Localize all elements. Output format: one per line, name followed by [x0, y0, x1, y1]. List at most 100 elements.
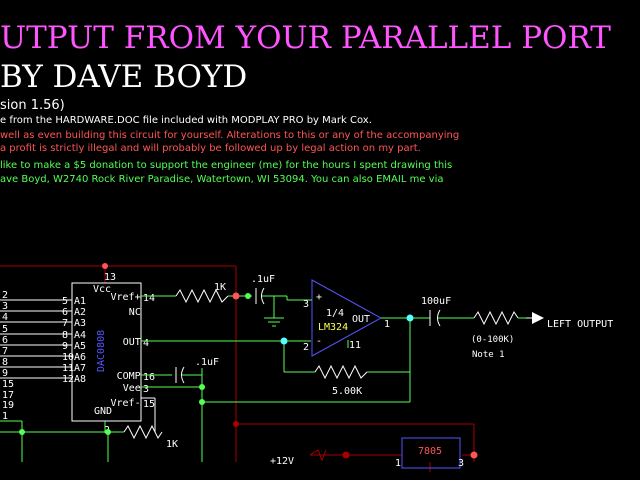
lm324-opamp — [283, 279, 430, 402]
port-pin-number: 1 — [2, 411, 8, 422]
note-line-4: like to make a $5 donation to support th… — [0, 160, 452, 171]
port-pin-number: 19 — [2, 400, 14, 411]
note-line-1: e from the HARDWARE.DOC file included wi… — [0, 115, 372, 126]
dac-gnd-label: GND — [94, 406, 112, 417]
regulator-label: 7805 — [418, 446, 442, 457]
opamp-pin-plus-num: 3 — [303, 299, 309, 310]
note-line-2: well as even building this circuit for y… — [0, 130, 459, 141]
junction-dot — [470, 451, 478, 459]
dac-left-pin-label: A6 — [74, 352, 86, 363]
pot-note-label: Note 1 — [472, 350, 505, 360]
port-pin-number: 15 — [2, 379, 14, 390]
output-arrow-icon — [532, 312, 544, 324]
dac-left-pin-num: 9 — [62, 341, 68, 352]
dac-right-pin-label: NC — [129, 307, 141, 318]
port-pin-number: 6 — [2, 335, 8, 346]
port-pin-number: 5 — [2, 324, 8, 335]
dac-left-pin-num: 12 — [62, 374, 74, 385]
dac-body — [71, 282, 142, 422]
pot-range-label: (0-100K) — [471, 335, 514, 345]
junction-dots — [19, 263, 478, 459]
dac-left-pin-num: 11 — [62, 363, 74, 374]
port-pin-number: 17 — [2, 390, 14, 401]
regulator-pin-out: 3 — [458, 458, 464, 469]
junction-dot — [280, 337, 288, 345]
opamp-pin-minus-num: 2 — [303, 342, 309, 353]
dac-right-pin-num: 4 — [143, 338, 149, 349]
dac-left-pin-label: A2 — [74, 307, 86, 318]
cap-comp-label: .1uF — [195, 357, 219, 368]
dac-vcc-pin-num: 13 — [104, 272, 116, 283]
dac-left-pin-num: 8 — [62, 330, 68, 341]
dac-right-pin-label: COMP — [117, 371, 141, 382]
dac-left-pin-label: A4 — [74, 330, 86, 341]
opamp-fraction: 1/4 — [326, 308, 344, 319]
cap-out-label: 100uF — [421, 296, 451, 307]
dac-left-pin-num: 10 — [62, 352, 74, 363]
page-title: UTPUT FROM YOUR PARALLEL PORT — [0, 20, 611, 56]
opamp-out-label: OUT — [352, 314, 370, 325]
note-line-5: ave Boyd, W2740 Rock River Paradise, Wat… — [0, 174, 443, 185]
resistor-1k-vrefminus — [123, 424, 163, 440]
supply-network — [309, 437, 474, 469]
port-pin-number: 3 — [2, 301, 8, 312]
output-label: LEFT OUTPUT — [547, 319, 613, 330]
opamp-plus-sign: + — [316, 292, 322, 303]
dac-right-pin-num: 16 — [143, 372, 155, 383]
junction-dot — [342, 451, 350, 459]
dac-vcc-label: Vcc — [93, 284, 111, 295]
dac-left-pin-label: A3 — [74, 318, 86, 329]
dac-right-pin-label: OUT — [123, 337, 141, 348]
feedback-resistor-label: 5.00K — [332, 386, 362, 397]
port-pin-number: 8 — [2, 357, 8, 368]
junction-dot — [105, 429, 111, 435]
supply-label: +12V — [270, 456, 294, 467]
dac-right-pin-label: Vee — [123, 383, 141, 394]
resistor-1k-vref — [175, 288, 229, 304]
resistor-1k-vref-label: 1K — [214, 282, 226, 293]
output-stage — [429, 309, 544, 327]
dac-left-pin-num: 5 — [62, 296, 68, 307]
dac-left-pin-label: A7 — [74, 363, 86, 374]
dac-right-pin-num: 3 — [143, 384, 149, 395]
cap-in-plate-b — [261, 287, 265, 305]
vref-network — [141, 287, 287, 327]
dac-left-pin-label: A8 — [74, 374, 86, 385]
opamp-part-label: LM324 — [318, 322, 348, 333]
junction-dot — [232, 292, 240, 300]
dac-left-pin-label: A1 — [74, 296, 86, 307]
junction-dot — [102, 263, 108, 269]
port-pin-number: 2 — [2, 290, 8, 301]
junction-dot — [245, 293, 251, 299]
junction-dot — [233, 421, 239, 427]
port-pin-number: 7 — [2, 346, 8, 357]
regulator-7805-body — [401, 437, 461, 469]
dac-left-pin-num: 6 — [62, 307, 68, 318]
opamp-minus-sign: - — [316, 336, 322, 347]
junction-dot — [406, 314, 414, 322]
opamp-pin-v-num: 11 — [349, 340, 361, 351]
dac-right-pin-label: Vref- — [111, 398, 141, 409]
junction-dot — [199, 399, 205, 405]
dac-left-pin-num: 7 — [62, 318, 68, 329]
resistor-feedback — [314, 364, 368, 380]
dac-right-pin-num: 14 — [143, 293, 155, 304]
author-line: BY DAVE BOYD — [0, 59, 247, 95]
port-pin-number: 9 — [2, 368, 8, 379]
output-potentiometer — [473, 310, 519, 326]
regulator-pin-in: 1 — [395, 458, 401, 469]
comp-cap-network — [141, 366, 410, 462]
dac-left-pin-label: A5 — [74, 341, 86, 352]
cap-in-label: .1uF — [251, 274, 275, 285]
opamp-pin-out-num: 1 — [384, 319, 390, 330]
dac-part-label: DAC0808 — [96, 330, 107, 372]
version-line: sion 1.56) — [0, 98, 65, 113]
dac-right-pin-label: Vref+ — [111, 292, 141, 303]
dac-right-pin-num: 15 — [143, 399, 155, 410]
opamp-triangle — [311, 279, 383, 357]
